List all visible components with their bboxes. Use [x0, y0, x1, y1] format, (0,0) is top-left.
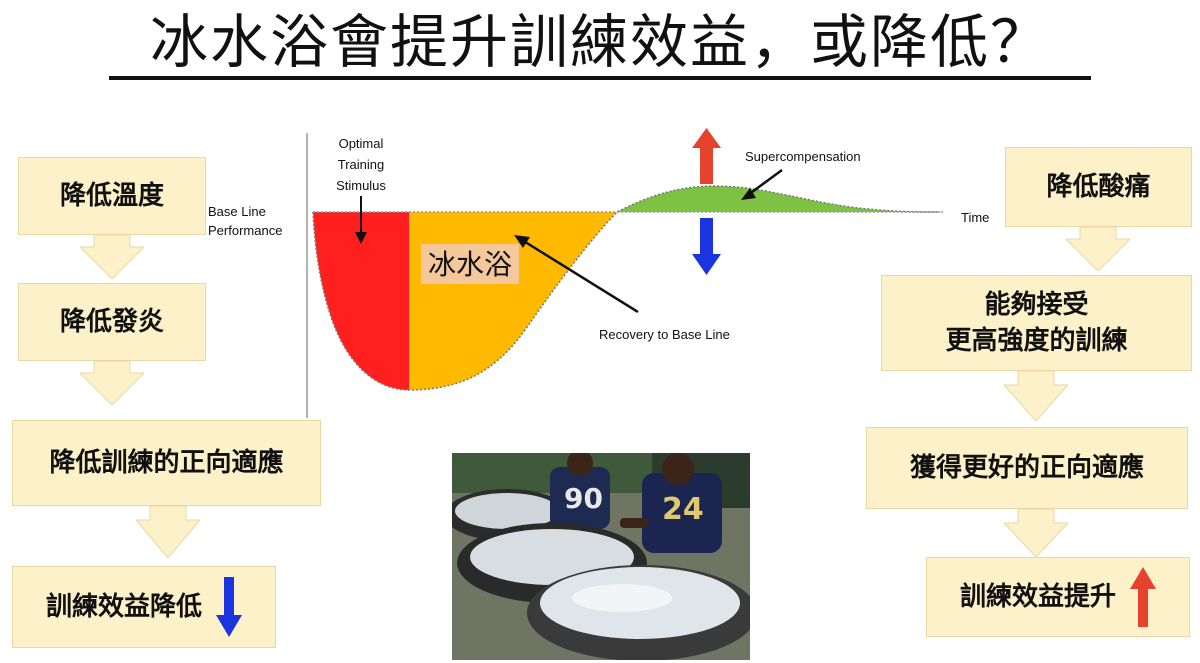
recovery-label: Recovery to Base Line	[599, 327, 730, 342]
recovery-arrow-head	[514, 235, 530, 248]
down-arrow-shaft	[700, 218, 713, 256]
ice-bath-photo-illustration: 90 24	[452, 453, 750, 660]
right-step-2: 能夠接受 更高強度的訓練	[881, 275, 1192, 371]
left-step-2: 降低發炎	[18, 283, 206, 361]
left-step-4: 訓練效益降低	[12, 566, 276, 648]
right-flow-arrow-1	[1066, 227, 1130, 271]
right-step-1: 降低酸痛	[1005, 147, 1192, 227]
stimulus-arrow-head	[355, 232, 367, 244]
right-flow-arrow-2	[1004, 371, 1068, 421]
supercompensation-arrow-head	[741, 188, 756, 200]
left-flow-arrow-2	[80, 361, 144, 405]
right-flow-arrow-3	[1004, 509, 1068, 557]
up-arrow-shaft	[700, 146, 713, 184]
ice-bath-photo: 90 24	[452, 453, 750, 660]
up-arrow-head	[692, 128, 721, 148]
ice-bath-label-bg	[421, 244, 519, 284]
right-step-3: 獲得更好的正向適應	[866, 427, 1188, 509]
stimulus-label-2: Training	[338, 157, 384, 172]
baseline-label-2: Performance	[208, 223, 282, 238]
jersey-number-2: 24	[662, 492, 704, 527]
right-step-4-label: 訓練效益提升	[959, 582, 1116, 612]
page-title: 冰水浴會提升訓練效益，或降低？	[149, 8, 1050, 76]
supercompensation-label: Supercompensation	[745, 149, 861, 164]
recovery-arrow	[521, 238, 639, 314]
right-step-4: 訓練效益提升	[926, 557, 1190, 637]
left-step-3: 降低訓練的正向適應	[12, 420, 321, 506]
down-blue-arrow-icon	[216, 577, 242, 637]
up-red-arrow-icon	[1130, 567, 1156, 627]
baseline-label-1: Base Line	[208, 204, 266, 219]
stimulus-label-3: Stimulus	[336, 178, 386, 193]
down-arrow-head	[692, 254, 721, 275]
left-flow-arrow-1	[80, 235, 144, 279]
left-step-4-label: 訓練效益降低	[45, 592, 202, 622]
title-underline	[109, 76, 1091, 80]
stimulus-region	[313, 212, 409, 390]
recovery-region	[409, 212, 617, 390]
left-flow-arrow-3	[136, 506, 200, 558]
performance-curve	[312, 185, 941, 391]
stimulus-label-1: Optimal	[339, 136, 384, 151]
left-step-1: 降低溫度	[18, 157, 206, 235]
ice-bath-label: 冰水浴	[428, 248, 512, 281]
jersey-number-1: 90	[564, 482, 603, 515]
time-label: Time	[961, 210, 989, 225]
supercompensation-arrow	[747, 168, 783, 197]
supercompensation-region	[617, 186, 940, 212]
